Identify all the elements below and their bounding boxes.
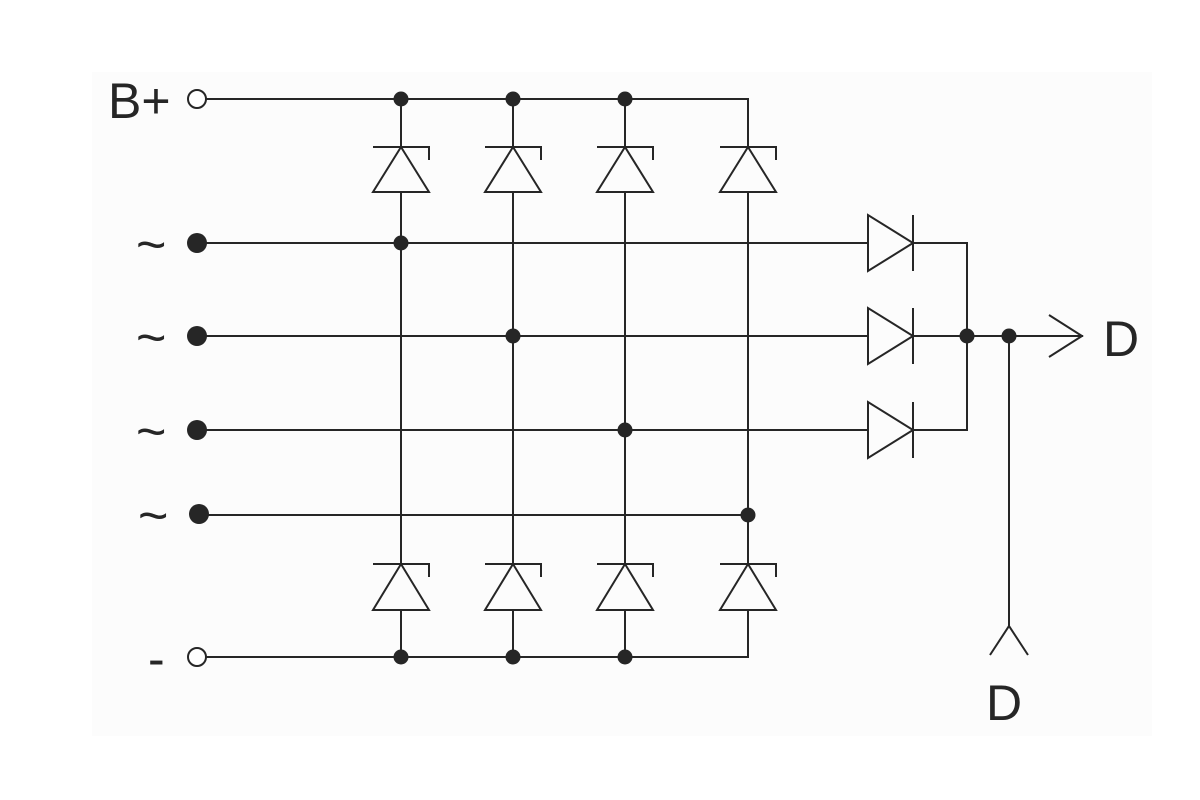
zener-diode-upper-2 [483, 145, 543, 193]
ac-terminal-1 [187, 233, 207, 253]
junction-dot [1001, 328, 1017, 344]
junction-dot [959, 328, 975, 344]
positive-rail [205, 98, 749, 148]
zener-diode-lower-4 [718, 562, 778, 611]
zener-diode-lower-2 [483, 562, 543, 611]
negative-rail [205, 609, 749, 658]
ac-label-3: ~ [136, 403, 166, 461]
ac-label-1: ~ [136, 216, 166, 274]
d-output-arrow-bottom [989, 624, 1029, 656]
ac-label-2: ~ [136, 309, 166, 367]
junction-dot [505, 328, 521, 344]
junction-dots [393, 91, 1017, 665]
junction-dot [505, 91, 521, 107]
junction-dot [617, 422, 633, 438]
zener-diode-upper-1 [371, 145, 431, 193]
junction-dot [393, 235, 409, 251]
junction-dot [617, 91, 633, 107]
junction-dot [617, 649, 633, 665]
junction-dot [393, 649, 409, 665]
junction-dot [505, 649, 521, 665]
b-plus-terminal [187, 89, 207, 109]
zener-diode-lower-3 [595, 562, 655, 611]
d-output-label-bottom: D [986, 675, 1022, 731]
junction-dot [393, 91, 409, 107]
minus-label: - [148, 631, 165, 687]
ac-terminal-3 [187, 420, 207, 440]
minus-terminal [187, 647, 207, 667]
zener-diode-lower-1 [371, 562, 431, 611]
b-plus-label: B+ [108, 73, 171, 129]
zener-diode-upper-3 [595, 145, 655, 193]
zener-diode-upper-4 [718, 145, 778, 193]
d-output-arrow-right [1048, 314, 1084, 358]
d-output-label-right: D [1103, 311, 1139, 367]
ac-terminal-4 [189, 504, 209, 524]
ac-label-4: ~ [138, 487, 168, 545]
junction-dot [740, 507, 756, 523]
ac-terminal-2 [187, 326, 207, 346]
